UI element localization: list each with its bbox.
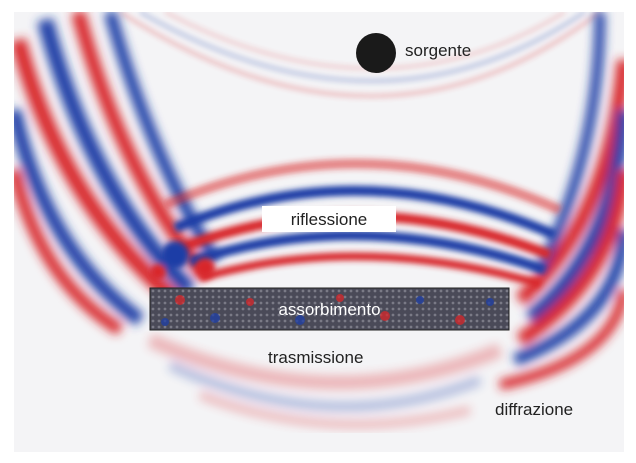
diffraction-label: diffrazione: [495, 400, 574, 419]
absorber-block: [149, 287, 510, 331]
absorption-label: assorbimento: [278, 299, 381, 319]
source-marker: [356, 33, 396, 73]
edge-diffraction-left: [150, 241, 215, 280]
source-label: sorgente: [405, 41, 472, 60]
transmission-label: trasmissione: [268, 348, 364, 367]
reflection-label: riflessione: [262, 206, 396, 232]
transmitted-waves: [147, 333, 503, 429]
right-outgoing-wavefronts: [498, 12, 624, 390]
